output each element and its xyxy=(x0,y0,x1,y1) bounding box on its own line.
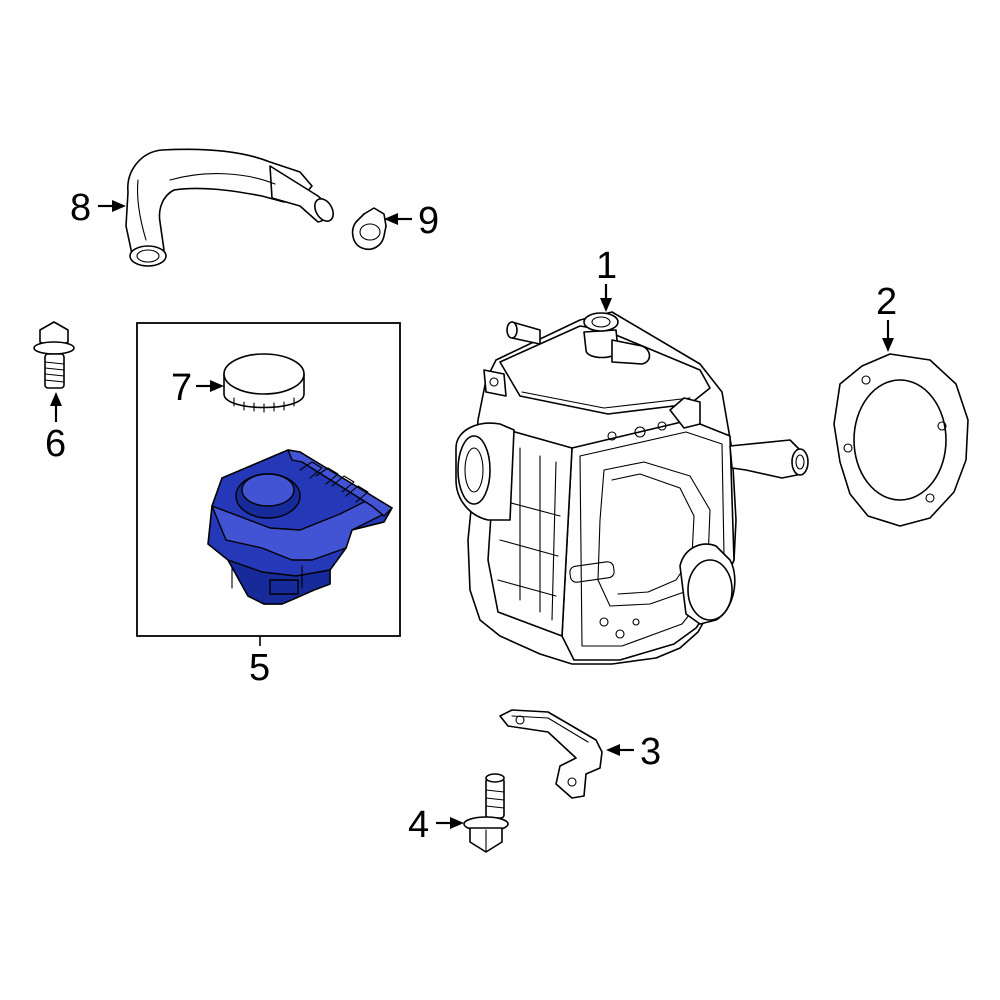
callout-3: 3 xyxy=(640,731,661,773)
callout-6: 6 xyxy=(45,423,66,465)
callout-7: 7 xyxy=(171,367,192,409)
bolt-part-4[interactable] xyxy=(463,773,509,853)
gasket-part[interactable] xyxy=(833,353,969,527)
bolt-part-6[interactable] xyxy=(33,321,75,389)
bracket-part[interactable] xyxy=(499,709,603,799)
callout-8: 8 xyxy=(70,187,91,229)
reservoir-cap-part[interactable] xyxy=(223,353,305,413)
callout-arrows xyxy=(50,200,894,829)
callout-1: 1 xyxy=(596,245,617,287)
clamp-part[interactable] xyxy=(351,207,387,251)
brake-fluid-reservoir[interactable] xyxy=(207,449,393,605)
brake-booster-unit[interactable] xyxy=(455,311,809,665)
reservoir-assembly-box xyxy=(136,322,401,637)
callout-9: 9 xyxy=(418,200,439,242)
callout-2: 2 xyxy=(876,281,897,323)
hose-part[interactable] xyxy=(125,148,337,267)
callout-5: 5 xyxy=(249,647,270,689)
callout-4: 4 xyxy=(408,804,429,846)
